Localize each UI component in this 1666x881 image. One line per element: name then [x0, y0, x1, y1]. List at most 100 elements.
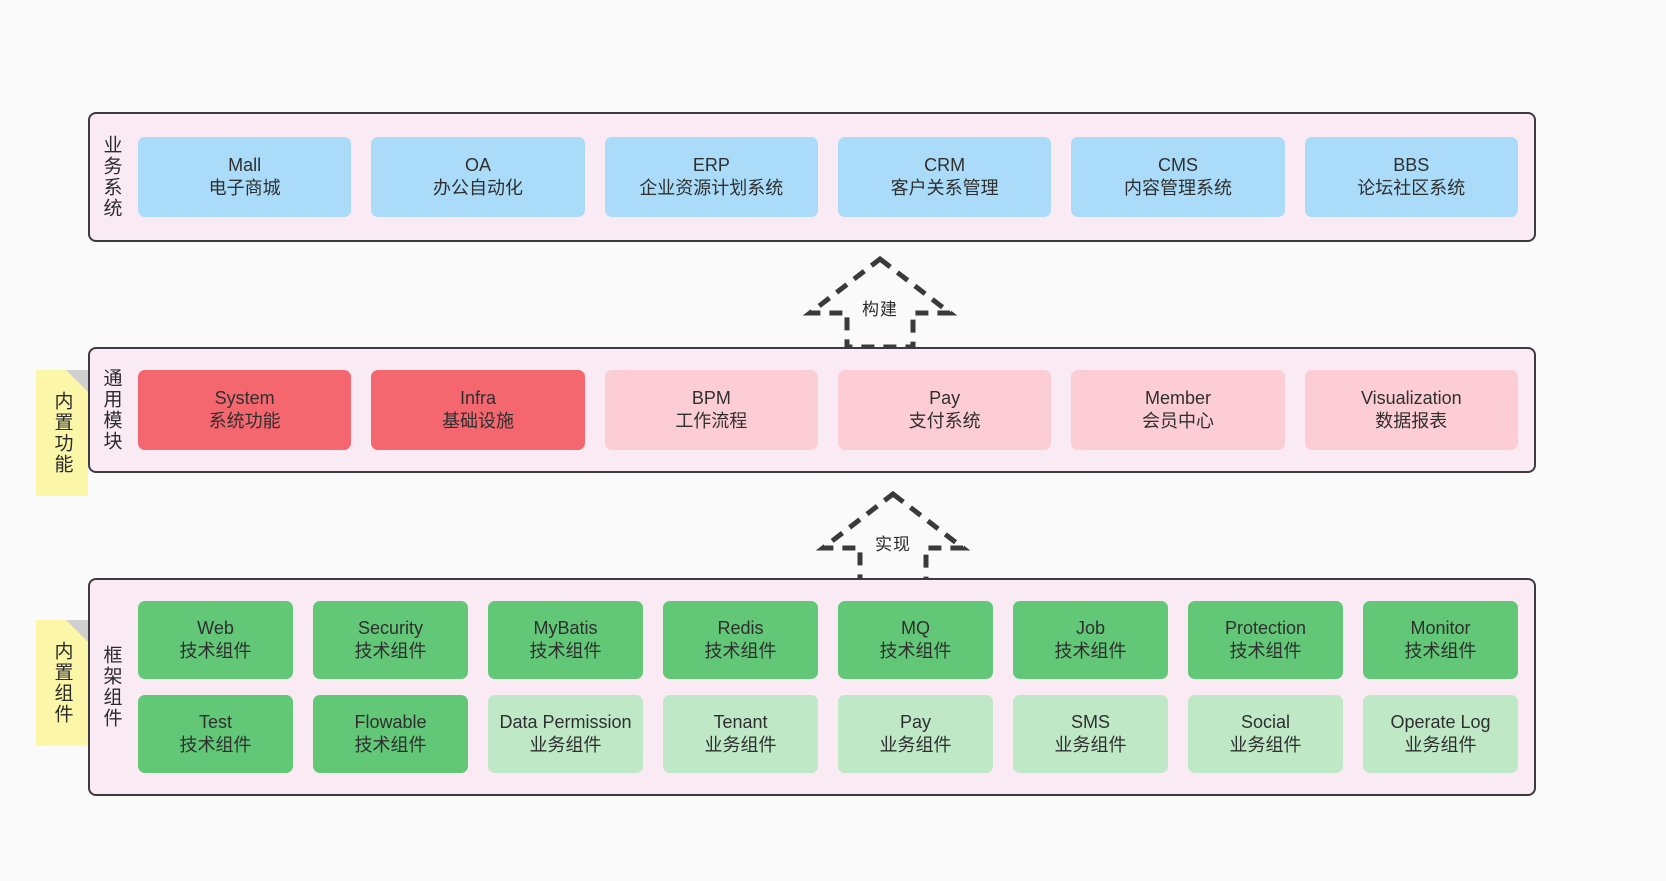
module-name-cn: 技术组件 [179, 641, 252, 661]
module-name-en: MQ [901, 617, 930, 638]
module-name-en: System [214, 387, 275, 408]
module-name-en: MyBatis [533, 617, 598, 638]
module-name-cn: 业务组件 [1404, 735, 1477, 755]
module-box-web[interactable]: Web 技术组件 [138, 601, 293, 679]
module-box-sms[interactable]: SMS 业务组件 [1013, 695, 1168, 773]
module-box-member[interactable]: Member 会员中心 [1071, 370, 1285, 450]
module-box-system[interactable]: System 系统功能 [138, 370, 352, 450]
module-box-pay[interactable]: Pay 支付系统 [837, 370, 1052, 450]
module-name-en: Operate Log [1390, 711, 1491, 732]
module-name-cn: 会员中心 [1141, 411, 1214, 431]
layer-title-business: 业务系统 [100, 135, 122, 219]
module-box-flowable[interactable]: Flowable 技术组件 [313, 695, 468, 773]
connector-label-build: 构建 [862, 300, 898, 319]
module-name-en: Test [198, 711, 232, 732]
module-box-pay-business[interactable]: Pay 业务组件 [838, 695, 993, 773]
module-name-en: Member [1144, 387, 1211, 408]
module-box-mall[interactable]: Mall 电子商城 [138, 137, 352, 217]
layer-title-framework: 框架组件 [100, 645, 122, 729]
module-name-cn: 技术组件 [704, 641, 777, 661]
module-box-monitor[interactable]: Monitor 技术组件 [1363, 601, 1518, 679]
note-fold-corner-icon [66, 620, 88, 642]
module-row: System 系统功能 Infra 基础设施 BPM 工作流程 Pay 支付系统… [138, 370, 1518, 450]
module-row: Test 技术组件 Flowable 技术组件 Data Permission … [138, 695, 1518, 773]
module-name-en: Mall [228, 154, 262, 175]
module-name-en: Job [1075, 617, 1106, 638]
layer-panel-framework: 框架组件 Web 技术组件 Security 技术组件 MyBatis 技术组件… [88, 578, 1536, 796]
layer-title-common: 通用模块 [100, 368, 122, 452]
module-box-mybatis[interactable]: MyBatis 技术组件 [488, 601, 643, 679]
layer-body-business: Mall 电子商城 OA 办公自动化 ERP 企业资源计划系统 CRM 客户关系… [132, 114, 1534, 240]
module-name-cn: 客户关系管理 [890, 178, 999, 198]
module-name-cn: 业务组件 [529, 735, 602, 755]
module-name-cn: 技术组件 [1404, 641, 1477, 661]
module-name-en: Pay [929, 387, 961, 408]
module-name-cn: 技术组件 [354, 735, 427, 755]
module-name-en: Social [1240, 711, 1291, 732]
sticky-note-builtin-function: 内置功能 [36, 370, 88, 496]
module-row: Web 技术组件 Security 技术组件 MyBatis 技术组件 Redi… [138, 601, 1518, 679]
module-box-protection[interactable]: Protection 技术组件 [1188, 601, 1343, 679]
module-box-bpm[interactable]: BPM 工作流程 [604, 370, 818, 450]
module-box-tenant[interactable]: Tenant 业务组件 [663, 695, 818, 773]
layer-panel-common: 通用模块 System 系统功能 Infra 基础设施 BPM 工作流程 Pay… [88, 347, 1536, 473]
module-name-en: Protection [1224, 617, 1307, 638]
connector-arrow-build: 构建 [802, 255, 958, 350]
module-name-cn: 基础设施 [441, 411, 514, 431]
module-box-social[interactable]: Social 业务组件 [1188, 695, 1343, 773]
module-box-test[interactable]: Test 技术组件 [138, 695, 293, 773]
module-name-en: Data Permission [499, 711, 632, 732]
module-box-bbs[interactable]: BBS 论坛社区系统 [1304, 137, 1518, 217]
module-box-cms[interactable]: CMS 内容管理系统 [1071, 137, 1285, 217]
connector-arrow-implement: 实现 [815, 490, 971, 585]
module-name-cn: 业务组件 [704, 735, 777, 755]
module-name-cn: 业务组件 [1054, 735, 1127, 755]
module-name-en: Web [197, 617, 234, 638]
module-box-oa[interactable]: OA 办公自动化 [371, 137, 585, 217]
module-name-en: SMS [1070, 711, 1110, 732]
layer-body-common: System 系统功能 Infra 基础设施 BPM 工作流程 Pay 支付系统… [132, 349, 1534, 471]
module-box-erp[interactable]: ERP 企业资源计划系统 [604, 137, 818, 217]
module-name-en: Flowable [354, 711, 427, 732]
module-box-operate-log[interactable]: Operate Log 业务组件 [1363, 695, 1518, 773]
module-name-cn: 论坛社区系统 [1357, 178, 1466, 198]
sticky-note-label: 内置功能 [51, 391, 73, 475]
layer-body-framework: Web 技术组件 Security 技术组件 MyBatis 技术组件 Redi… [132, 580, 1534, 794]
module-box-data-permission[interactable]: Data Permission 业务组件 [488, 695, 643, 773]
module-name-en: OA [464, 154, 491, 175]
build-arrow-shape [802, 255, 958, 350]
module-name-cn: 技术组件 [1229, 641, 1302, 661]
module-box-mq[interactable]: MQ 技术组件 [838, 601, 993, 679]
module-name-cn: 业务组件 [879, 735, 952, 755]
module-box-infra[interactable]: Infra 基础设施 [371, 370, 585, 450]
connector-label-implement: 实现 [875, 535, 911, 554]
sticky-note-label: 内置组件 [51, 641, 73, 725]
module-box-crm[interactable]: CRM 客户关系管理 [837, 137, 1052, 217]
implement-arrow-shape [815, 490, 971, 585]
module-name-cn: 技术组件 [529, 641, 602, 661]
module-name-cn: 企业资源计划系统 [639, 178, 784, 198]
module-name-en: Redis [717, 617, 764, 638]
module-name-cn: 办公自动化 [432, 178, 523, 198]
module-name-en: Pay [899, 711, 932, 732]
sticky-note-builtin-component: 内置组件 [36, 620, 88, 746]
module-name-cn: 技术组件 [179, 735, 252, 755]
module-name-en: CRM [924, 154, 966, 175]
module-name-en: BBS [1393, 154, 1430, 175]
module-box-job[interactable]: Job 技术组件 [1013, 601, 1168, 679]
note-fold-corner-icon [66, 370, 88, 392]
module-name-cn: 工作流程 [675, 411, 748, 431]
module-box-redis[interactable]: Redis 技术组件 [663, 601, 818, 679]
module-name-cn: 技术组件 [879, 641, 952, 661]
layer-panel-business: 业务系统 Mall 电子商城 OA 办公自动化 ERP 企业资源计划系统 CRM… [88, 112, 1536, 242]
module-row: Mall 电子商城 OA 办公自动化 ERP 企业资源计划系统 CRM 客户关系… [138, 137, 1518, 217]
module-name-cn: 业务组件 [1229, 735, 1302, 755]
module-name-en: BPM [691, 387, 731, 408]
module-name-en: Tenant [713, 711, 768, 732]
module-name-cn: 技术组件 [1054, 641, 1127, 661]
module-name-en: ERP [692, 154, 730, 175]
module-name-en: Security [357, 617, 424, 638]
module-box-visualization[interactable]: Visualization 数据报表 [1304, 370, 1518, 450]
module-box-security[interactable]: Security 技术组件 [313, 601, 468, 679]
